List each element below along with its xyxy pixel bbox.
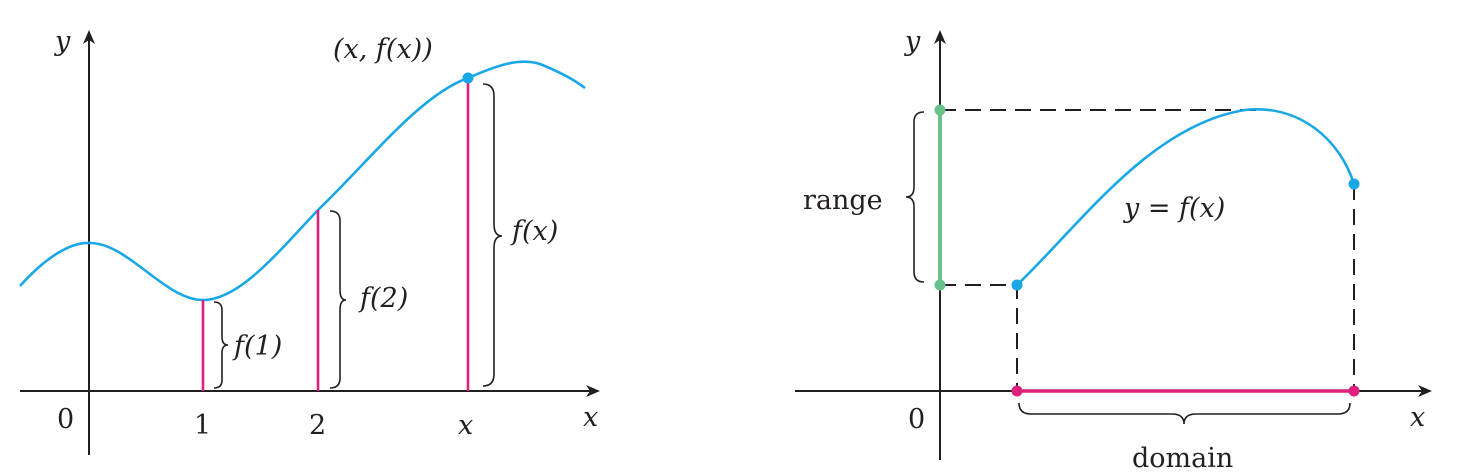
range-brace <box>905 111 925 283</box>
right-graph: y x 0 range y = f(x) domain <box>795 26 1432 474</box>
range-label: range <box>803 185 883 216</box>
f2-brace <box>329 210 347 389</box>
curve-start-point <box>1011 279 1023 291</box>
range-bottom-point <box>934 279 946 291</box>
domain-brace <box>1018 402 1351 425</box>
f1-label: f(1) <box>232 331 282 362</box>
tick-label-1: 1 <box>194 410 211 441</box>
domain-left-point <box>1011 385 1023 397</box>
left-origin-label: 0 <box>57 404 74 435</box>
right-x-axis-label: x <box>1410 402 1425 433</box>
f2-label: f(2) <box>358 283 408 314</box>
tick-label-x: x <box>458 410 473 441</box>
domain-right-point <box>1348 385 1360 397</box>
left-graph: y x 0 1 2 x (x, f(x)) f(1) f(2) f(x) <box>19 26 600 455</box>
point-x-fx <box>462 72 474 84</box>
curve-end-point <box>1348 178 1360 190</box>
fx-label: f(x) <box>510 216 558 247</box>
left-function-curve <box>19 60 586 302</box>
curve-label: y = f(x) <box>1123 193 1225 224</box>
range-top-point <box>934 104 946 116</box>
point-label: (x, f(x)) <box>333 34 433 65</box>
left-y-axis-label: y <box>54 26 71 57</box>
f1-brace <box>213 301 229 389</box>
tick-label-2: 2 <box>309 410 326 441</box>
left-x-axis-label: x <box>583 402 598 433</box>
fx-brace <box>482 83 503 387</box>
min-guide-line <box>940 284 1018 391</box>
right-y-axis-label: y <box>904 26 921 57</box>
right-function-curve <box>1016 108 1356 286</box>
right-origin-label: 0 <box>908 404 925 435</box>
domain-label: domain <box>1132 443 1233 474</box>
